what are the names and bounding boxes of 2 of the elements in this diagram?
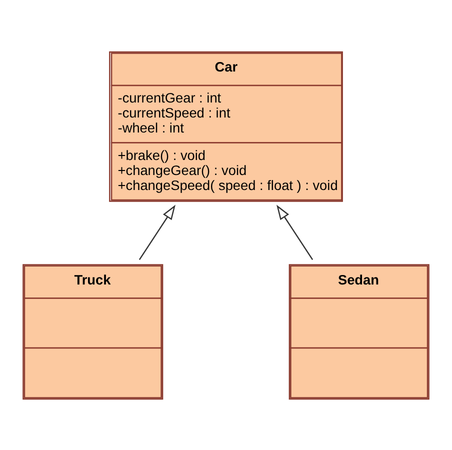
arrow xyxy=(276,204,314,260)
arrow xyxy=(138,204,176,260)
